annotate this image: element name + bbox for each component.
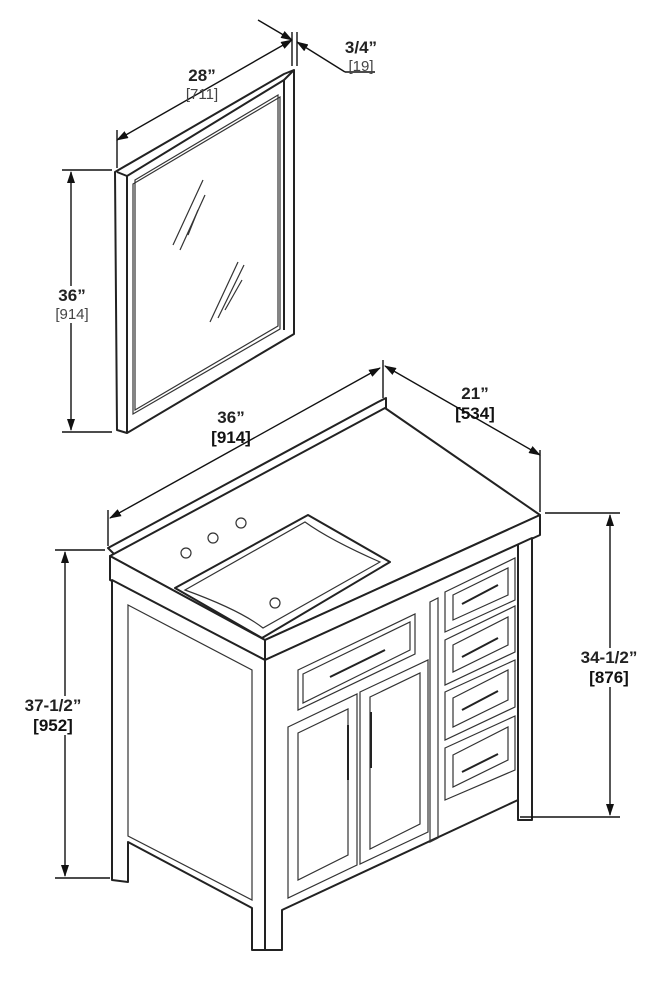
vanity-depth-label: 21” [534] <box>440 384 510 423</box>
cabinet-height-label: 34-1/2” [876] <box>566 648 652 688</box>
mirror-width-metric: [711] <box>185 85 219 103</box>
mirror-height-metric: [914] <box>55 305 89 323</box>
mirror-width-label: 28” [711] <box>172 66 232 103</box>
mirror-height-label: 36” [914] <box>42 286 102 323</box>
vanity-width-metric: [914] <box>211 427 251 447</box>
cabinet-height-imperial: 34-1/2” <box>580 648 638 667</box>
mirror-height-imperial: 36” <box>58 286 86 305</box>
total-height-metric: [952] <box>33 715 73 735</box>
mirror-dimension-lines <box>62 19 375 433</box>
mirror-depth-label: 3/4” [19] <box>336 38 386 75</box>
total-height-label: 37-1/2” [952] <box>10 696 96 736</box>
vanity-width-label: 36” [914] <box>196 408 266 447</box>
vanity-depth-imperial: 21” <box>461 384 489 403</box>
vanity-depth-metric: [534] <box>455 403 495 423</box>
cabinet-height-metric: [876] <box>589 667 629 687</box>
sink-basin <box>174 514 391 639</box>
total-height-imperial: 37-1/2” <box>24 696 82 715</box>
mirror-depth-imperial: 3/4” <box>344 38 378 57</box>
vanity <box>107 397 541 951</box>
mirror <box>114 69 295 434</box>
glass-reflection-icon <box>172 179 245 323</box>
vanity-width-imperial: 36” <box>217 408 245 427</box>
vanity-dimension-lines <box>55 360 620 879</box>
mirror-depth-metric: [19] <box>348 57 374 75</box>
mirror-width-imperial: 28” <box>188 66 216 85</box>
